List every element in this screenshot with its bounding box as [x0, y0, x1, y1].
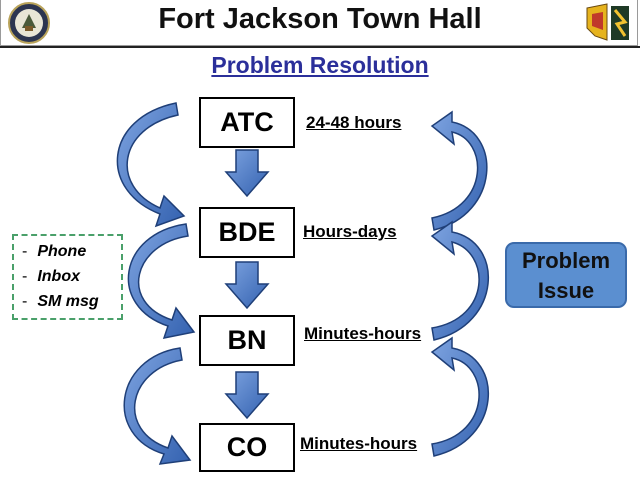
- header-divider: [0, 46, 640, 48]
- down-arrow-bn-co: [224, 371, 270, 420]
- right-curve-arrow-1: [430, 110, 488, 231]
- time-label-co: Minutes-hours: [300, 434, 418, 453]
- time-label-bn: Minutes-hours: [304, 324, 422, 343]
- left-curve-arrow-2: [127, 223, 196, 339]
- army-seal-icon: [8, 2, 50, 44]
- time-label-bde: Hours-days: [303, 222, 397, 241]
- level-box-atc: ATC: [199, 97, 295, 148]
- section-subtitle: Problem Resolution: [211, 52, 429, 78]
- right-curve-arrow-3: [430, 336, 490, 457]
- contact-methods-box: -Phone -Inbox -SM msg: [12, 234, 123, 320]
- level-box-co: CO: [199, 423, 295, 472]
- down-arrow-bde-bn: [224, 261, 270, 310]
- issue-line-1: Problem: [521, 248, 611, 273]
- contact-item-inbox: -Inbox: [22, 268, 80, 285]
- right-curve-arrow-2: [430, 220, 490, 341]
- page-title: Fort Jackson Town Hall: [158, 3, 482, 35]
- issue-line-2: Issue: [537, 278, 595, 303]
- down-arrow-atc-bde: [224, 149, 270, 198]
- unit-insignia-icon: [586, 3, 629, 41]
- contact-item-phone: -Phone: [22, 243, 87, 260]
- left-curve-arrow-1: [116, 102, 186, 228]
- problem-issue-box: Problem Issue: [505, 242, 627, 308]
- contact-item-sm-msg: -SM msg: [22, 293, 99, 310]
- level-box-bde: BDE: [199, 207, 295, 258]
- left-curve-arrow-3: [123, 347, 192, 465]
- header-bar: [0, 0, 638, 46]
- level-box-bn: BN: [199, 315, 295, 366]
- time-label-atc: 24-48 hours: [306, 113, 402, 132]
